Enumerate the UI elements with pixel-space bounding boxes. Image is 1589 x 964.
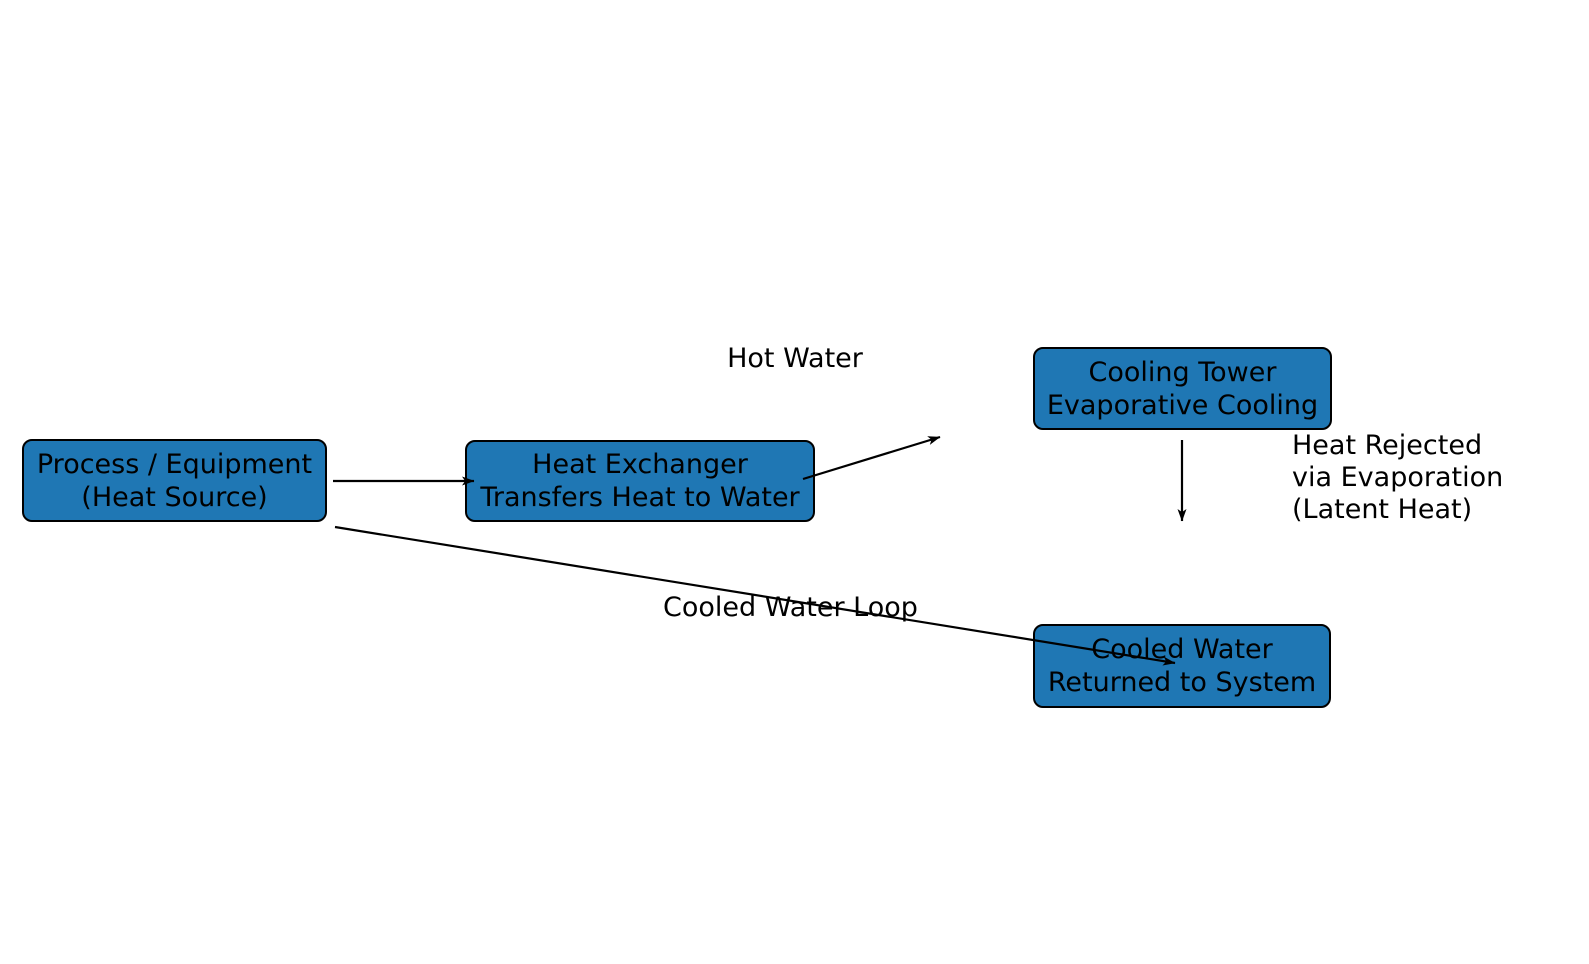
node-cooled-water-line2: Returned to System [1047, 667, 1317, 698]
label-heat-rejected-line1: Heat Rejected [1292, 430, 1483, 461]
node-process-line2: (Heat Source) [81, 481, 268, 513]
label-heat-rejected-line2: via Evaporation [1292, 462, 1504, 493]
arrow-hot-water [802, 435, 941, 481]
node-cooled-water-line1: Cooled Water [1091, 634, 1273, 665]
node-cooling-tower-line2: Evaporative Cooling [1046, 389, 1319, 421]
node-process-heat-source: Process / Equipment (Heat Source) [22, 439, 327, 522]
node-heat-exchanger-line1: Heat Exchanger [532, 449, 748, 480]
node-heat-exchanger-line2: Transfers Heat to Water [480, 482, 800, 513]
node-cooling-tower: Cooling Tower Evaporative Cooling [1033, 347, 1332, 430]
node-cooling-tower-line1: Cooling Tower [1088, 356, 1277, 388]
node-cooled-water-returned: Cooled Water Returned to System [1033, 624, 1331, 708]
label-heat-rejected: Heat Rejected via Evaporation (Latent He… [1292, 430, 1503, 526]
node-process-line1: Process / Equipment [36, 448, 313, 480]
label-cooled-water-loop: Cooled Water Loop [663, 592, 918, 623]
label-heat-rejected-line3: (Latent Heat) [1292, 494, 1473, 525]
label-hot-water: Hot Water [727, 343, 863, 374]
node-heat-exchanger: Heat Exchanger Transfers Heat to Water [465, 440, 815, 522]
